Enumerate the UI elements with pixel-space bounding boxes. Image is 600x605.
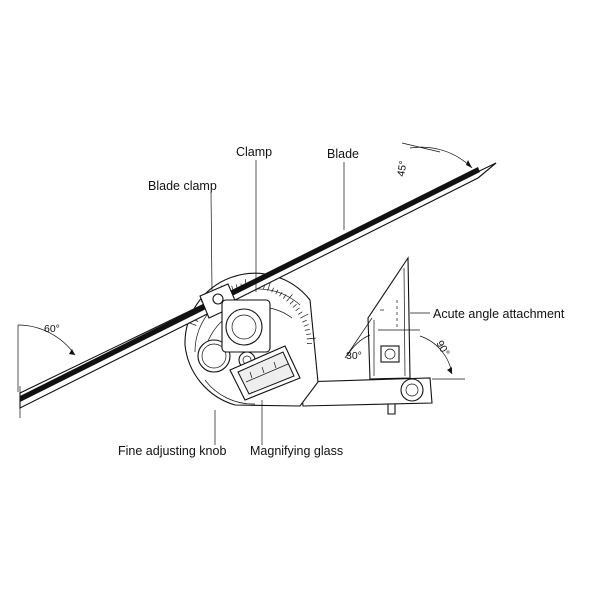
label-acute-angle-attachment: Acute angle attachment (433, 307, 565, 321)
clamp (222, 300, 270, 352)
angle-45-label: 45° (395, 160, 410, 178)
angle-30-label: 30° (346, 350, 362, 362)
label-blade-clamp: Blade clamp (148, 179, 217, 193)
label-fine-adjusting-knob: Fine adjusting knob (118, 444, 226, 458)
angle-90-label: 90° (433, 339, 451, 359)
angle-60-label: 60° (44, 323, 60, 335)
label-clamp: Clamp (236, 145, 272, 159)
label-blade: Blade (327, 147, 359, 161)
stock (300, 378, 432, 414)
label-magnifying-glass: Magnifying glass (250, 444, 343, 458)
